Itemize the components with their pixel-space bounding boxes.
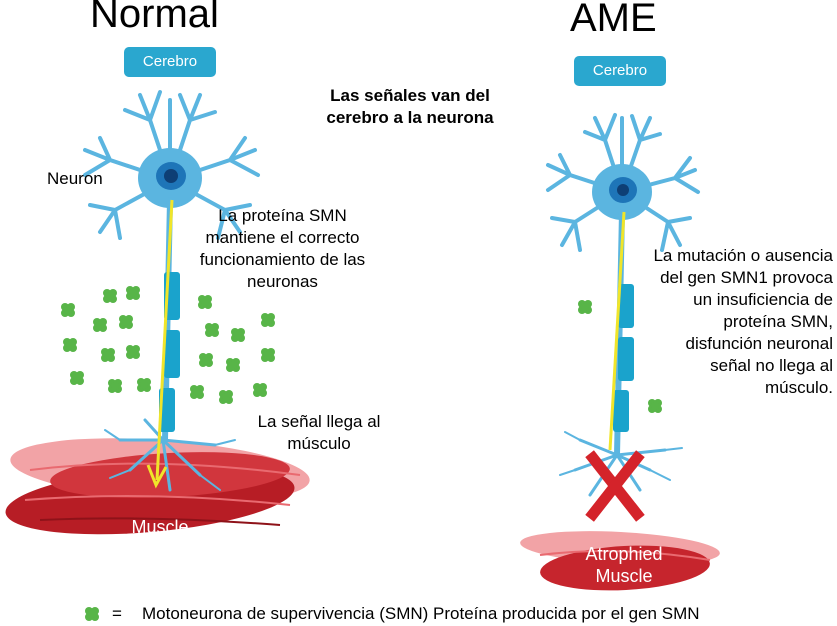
ame-x-mark [585,450,645,522]
ame-mutation-text: La mutación o ausencia del gen SMN1 prov… [653,246,833,397]
normal-muscle [5,438,310,535]
normal-brain-badge: Cerebro [124,47,216,77]
legend-smn-icon [85,607,99,621]
signal-reaches-text: La señal llega al músculo [257,412,381,453]
legend-equals: = [112,604,122,623]
normal-signal-arrow [146,199,174,489]
ame-brain-badge: Cerebro [574,56,666,86]
ame-muscle-label: Atrophied Muscle [585,544,663,586]
ame-title: AME [570,0,657,40]
ame-myelin [613,284,634,432]
ame-signal-line [608,211,626,451]
normal-title: Normal [90,0,219,36]
ame-muscle [520,531,720,591]
smn-function-text: La proteína SMN mantiene el correcto fun… [199,206,366,291]
center-note: Las señales van del cerebro a la neurona [326,86,494,127]
legend-text: Motoneurona de supervivencia (SMN) Prote… [142,604,700,623]
normal-myelin [159,272,180,432]
normal-muscle-label: Muscle [131,517,189,537]
neuron-label: Neuron [47,169,103,188]
